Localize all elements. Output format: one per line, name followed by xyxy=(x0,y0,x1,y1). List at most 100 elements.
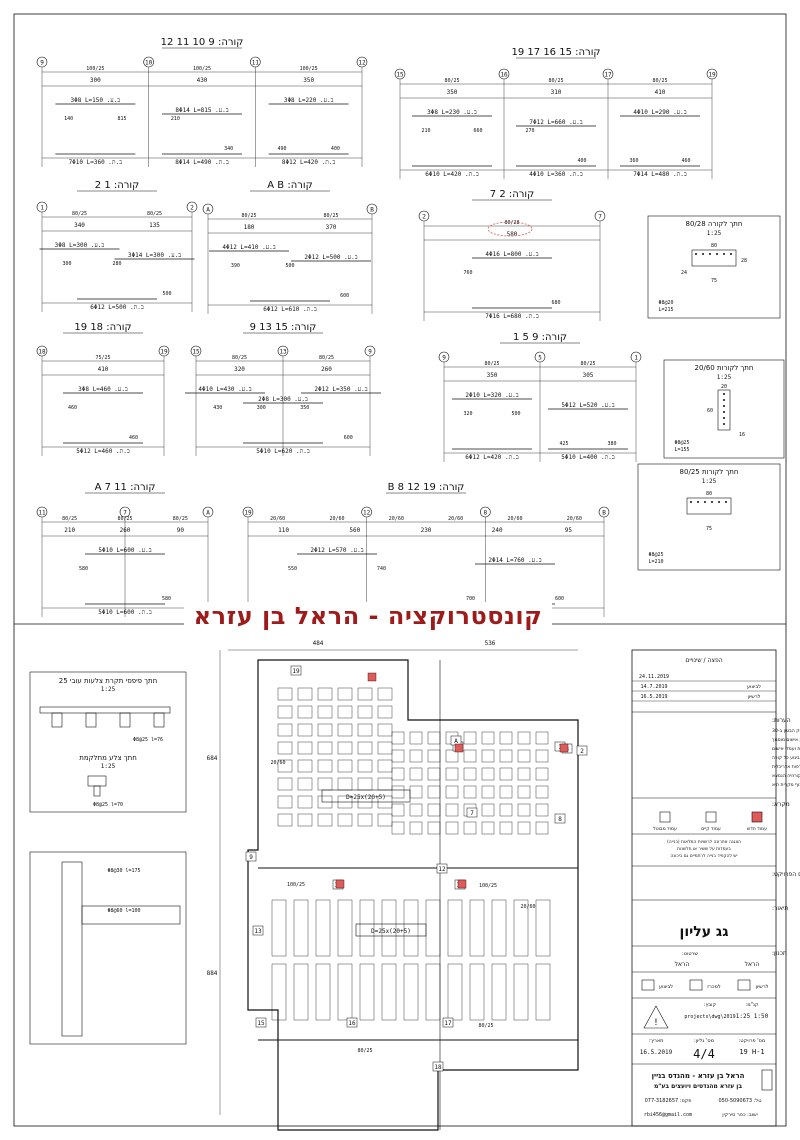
rebar-dim: 380 xyxy=(607,441,616,447)
sheet-label: מס' גליון: xyxy=(694,1038,714,1044)
column-new xyxy=(454,743,464,753)
slab-block xyxy=(391,821,405,835)
plan-axis-tag xyxy=(252,925,264,936)
legend-note: הצגנה אחרונה לרשויות המלאות (בנייה) xyxy=(667,839,741,845)
slab-block xyxy=(535,785,549,799)
rebar-dim: 460 xyxy=(68,405,77,411)
beam-title: קורה: 19 12 8 B xyxy=(388,482,465,493)
slab-block xyxy=(377,723,393,737)
axis-label: 9 xyxy=(40,60,44,67)
slab-block xyxy=(357,705,373,719)
rib-block xyxy=(381,963,397,1021)
column-new xyxy=(559,743,569,753)
plan-dim: 536 xyxy=(485,640,496,647)
rebar-bottom-note: 5Φ10 L=620 .ב.ת xyxy=(256,448,310,455)
rebar-dot xyxy=(690,501,692,503)
section-size: 20/60 xyxy=(389,516,404,522)
slab-block xyxy=(517,767,531,781)
slab-block xyxy=(481,803,495,817)
rebar-dim: 600 xyxy=(344,435,353,441)
section-scale: 1:25 xyxy=(707,230,722,237)
slab-top xyxy=(39,706,171,714)
slab-block xyxy=(427,749,441,763)
span-dim: 350 xyxy=(447,89,458,96)
slab-block xyxy=(499,731,513,745)
span-dim: 350 xyxy=(487,372,498,379)
beam-title: קורה: 9 10 11 12 xyxy=(161,37,244,48)
section-size: 80/25 xyxy=(580,361,595,367)
slab-block xyxy=(357,741,373,755)
section-size: 100/25 xyxy=(300,66,318,72)
rib-block xyxy=(535,899,551,957)
drawing-title: גג עליון xyxy=(680,924,729,940)
slab-block xyxy=(391,785,405,799)
revision-date: 14.7.2019 xyxy=(640,684,667,690)
span-dim: 95 xyxy=(565,527,573,534)
rebar-dim: 550 xyxy=(288,566,297,572)
rib-block xyxy=(271,963,287,1021)
slab-block xyxy=(535,731,549,745)
span-dim: 300 xyxy=(90,77,101,84)
legend-note: בעמדות על ששיר או חלשנות xyxy=(677,847,731,852)
section-dim: 80 xyxy=(711,243,717,249)
slab-block xyxy=(277,813,293,827)
axis-label: 16 xyxy=(500,72,508,79)
rebar-bottom-note: 4Φ10 L=360 .ב.ת xyxy=(529,171,583,178)
section-size: 80/25 xyxy=(484,361,499,367)
rebar-dim: 815 xyxy=(117,116,126,122)
rebar-dim: 390 xyxy=(231,263,240,269)
rebar-top-note: 5Φ12 L=520 .ב.ע xyxy=(561,402,614,409)
span-dim: 410 xyxy=(98,366,109,373)
slab-block xyxy=(357,759,373,773)
rebar-dot xyxy=(697,501,699,503)
slab-block xyxy=(377,777,393,791)
section-dim: 75 xyxy=(706,526,712,532)
legend-swatch xyxy=(751,811,763,823)
slab-block xyxy=(463,785,477,799)
section-size: 80/25 xyxy=(444,78,459,84)
slab-block xyxy=(463,767,477,781)
note-line: יעוקף תחקיה של גוף מקרית היא xyxy=(772,782,800,788)
axis-label: 19 xyxy=(160,349,168,356)
rebar-bottom-note: 5Φ10 L=600 .ב.ת xyxy=(98,609,152,616)
slab-block xyxy=(391,731,405,745)
rib-block xyxy=(315,899,331,957)
span-dim: 310 xyxy=(551,89,562,96)
legend-header: מקרא: xyxy=(772,801,790,808)
slab-block xyxy=(409,821,423,835)
rebar-top-note: 4Φ10 L=430 .ב.ע xyxy=(198,386,251,393)
address: ישוב: כפר סירקין xyxy=(722,1112,758,1118)
rebar-dot xyxy=(704,501,706,503)
rebar-dot xyxy=(723,417,725,419)
section-size: 80/25 xyxy=(117,516,132,522)
slab-block xyxy=(337,741,353,755)
rib-block xyxy=(535,963,551,1021)
plan-axis-label: 17 xyxy=(444,1020,452,1027)
revision-header: הפצה / שינויים xyxy=(685,657,722,664)
plan-axis-label: 18 xyxy=(434,1064,442,1071)
column-new xyxy=(457,879,467,889)
slab-block xyxy=(499,767,513,781)
rib-block xyxy=(469,899,485,957)
section-size: 20/60 xyxy=(448,516,463,522)
rebar-dim: 660 xyxy=(473,128,482,134)
rebar-dim: 680 xyxy=(551,300,560,306)
section-title: חתך לקורה 80/28 xyxy=(686,220,743,228)
section-dim: 16 xyxy=(739,432,745,438)
detail-note: Φ8@25 l=70 xyxy=(93,802,123,808)
column-new xyxy=(335,879,345,889)
title-block-frame xyxy=(631,649,777,1127)
slab-block xyxy=(391,803,405,817)
span-dim: 305 xyxy=(583,372,594,379)
slab-block xyxy=(463,731,477,745)
beam-section xyxy=(717,389,731,431)
section-note: Φ8@25 xyxy=(648,552,663,558)
rebar-top-note: 3Φ8 L=220 .ב.ע xyxy=(284,97,334,104)
span-dim: 260 xyxy=(120,527,131,534)
slab-block xyxy=(481,821,495,835)
